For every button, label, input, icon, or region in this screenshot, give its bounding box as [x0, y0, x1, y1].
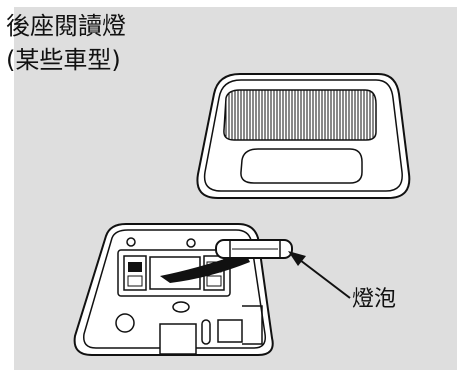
lamp-switch	[240, 148, 363, 184]
page-title: 後座閱讀燈	[6, 12, 126, 40]
model-note: (某些車型)	[6, 46, 121, 74]
lamp-assembly-closed	[196, 73, 411, 199]
bulb-contact-shadow	[160, 252, 250, 283]
bulb	[215, 239, 293, 259]
lens-grill	[223, 89, 377, 141]
pointer-arrow	[288, 251, 351, 299]
bulb-label: 燈泡	[352, 287, 397, 312]
